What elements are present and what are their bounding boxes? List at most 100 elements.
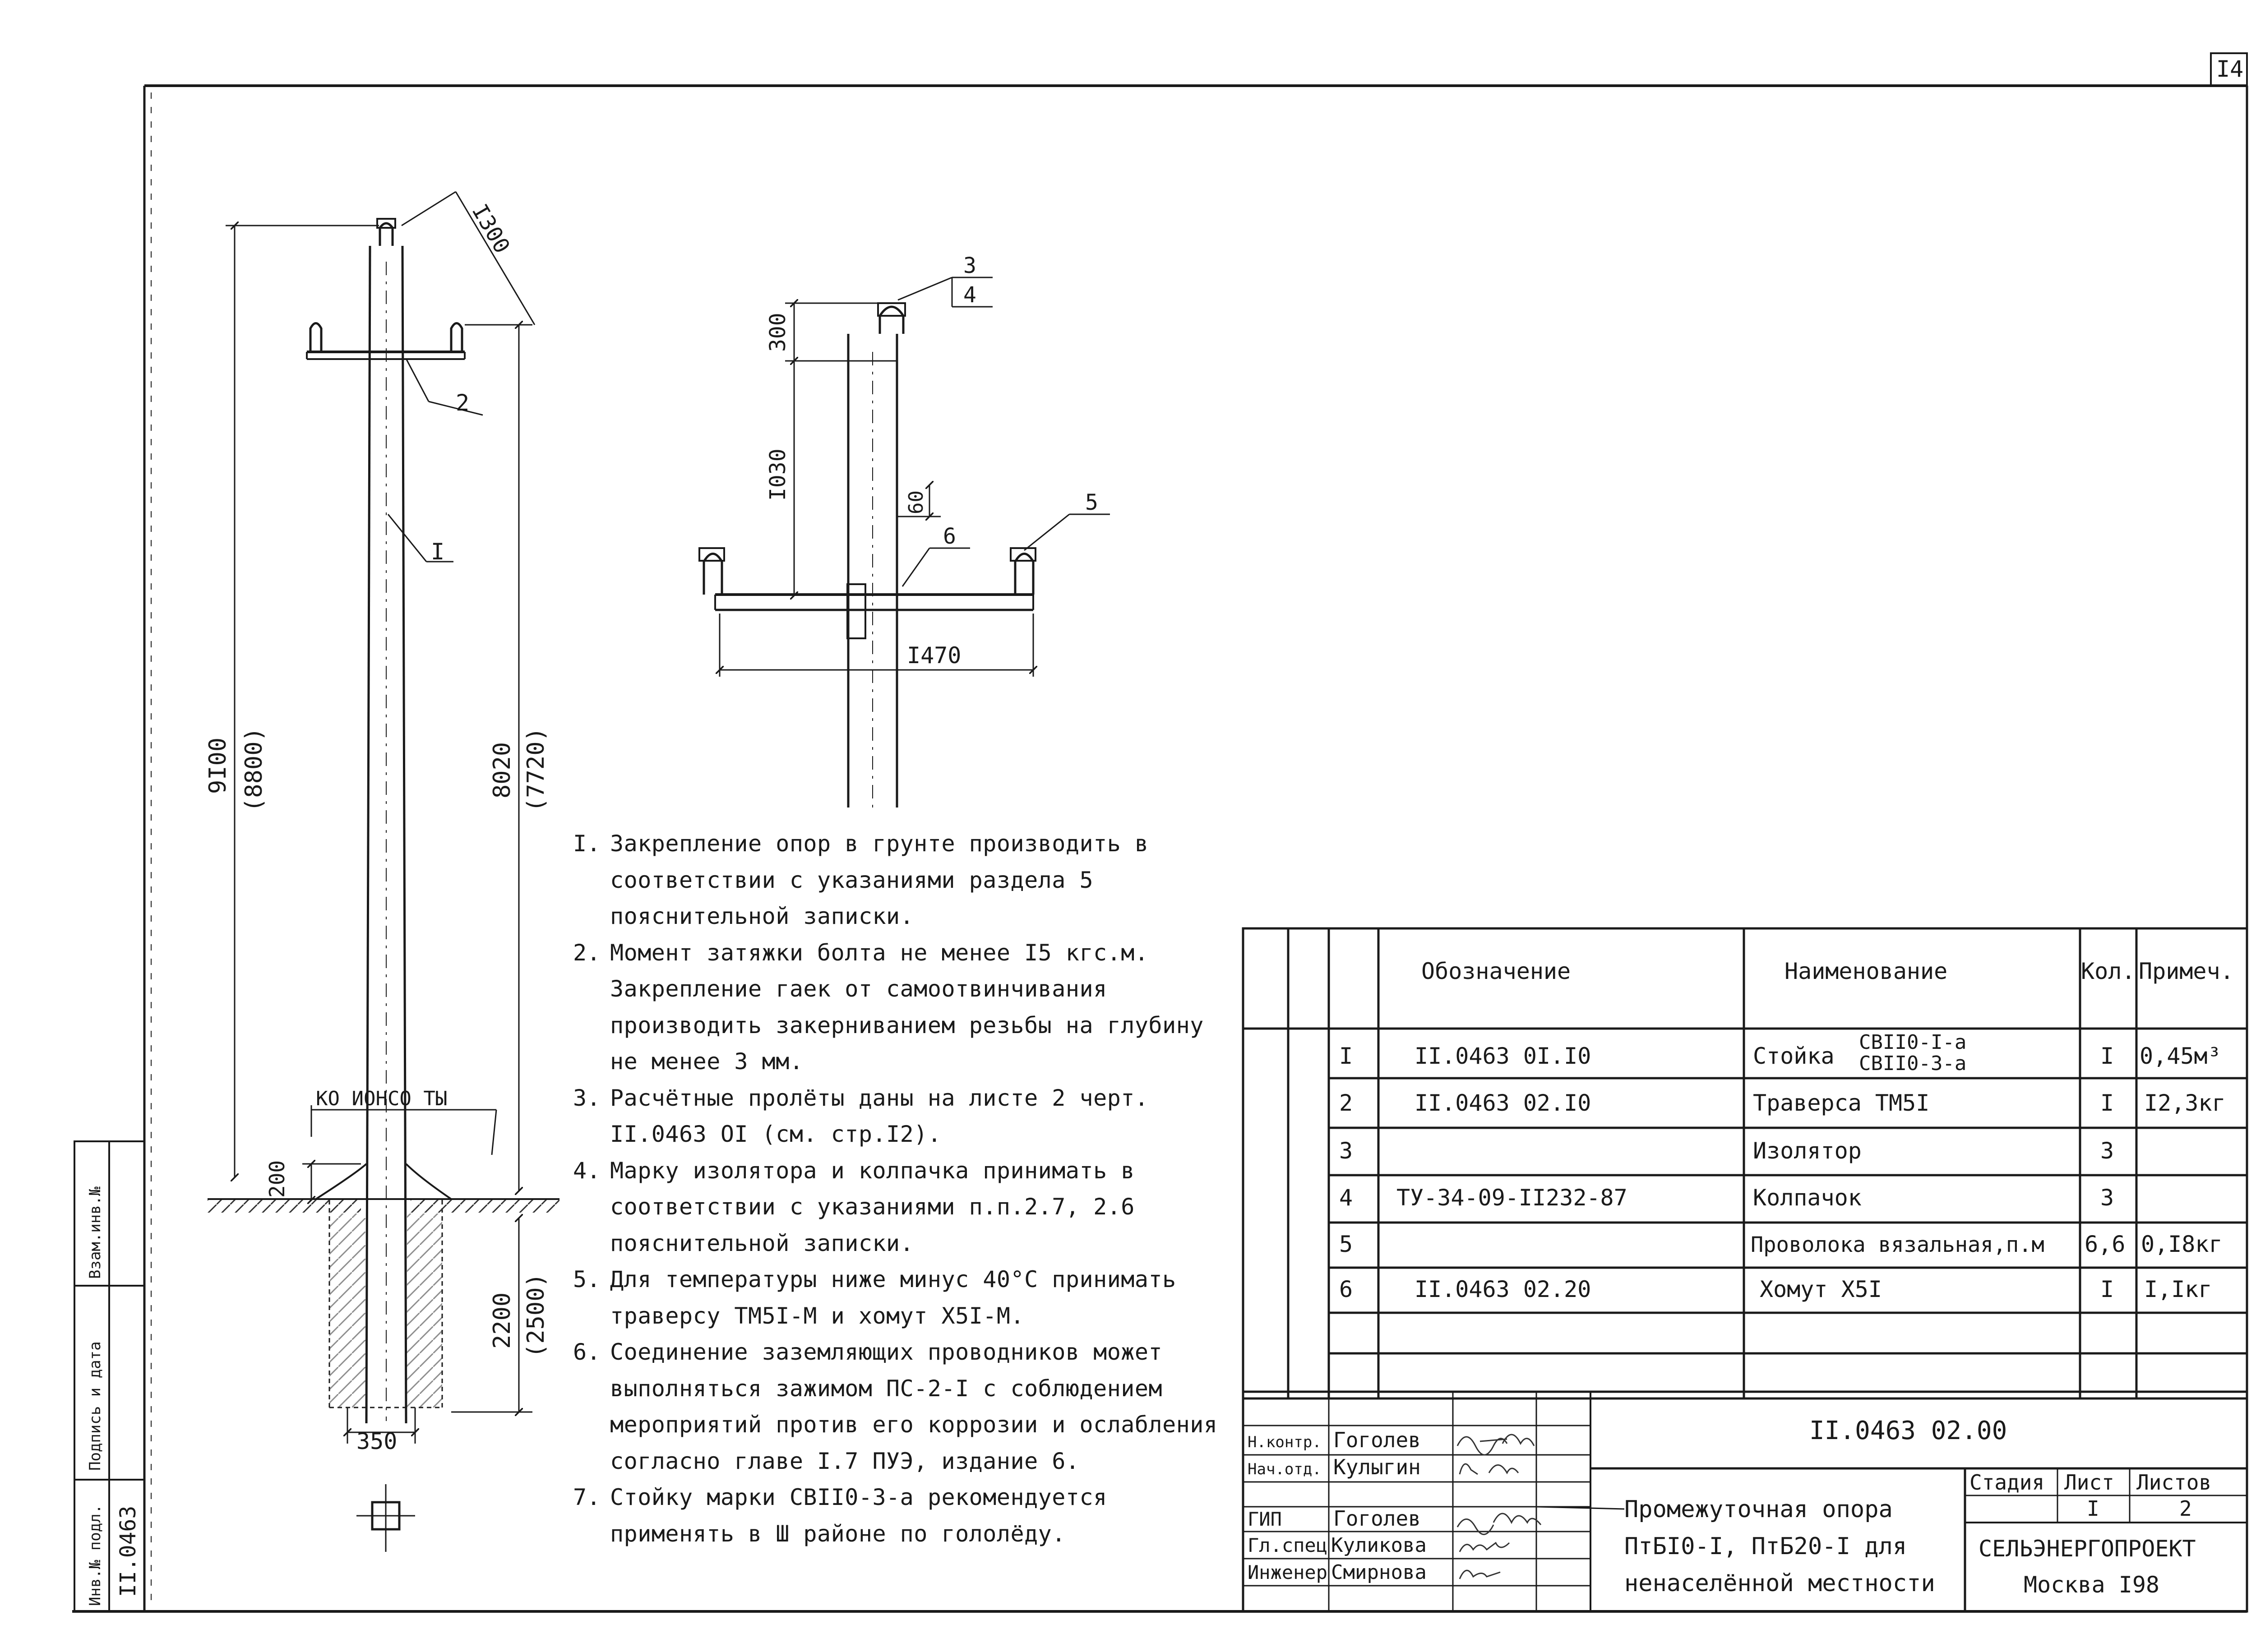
tb-role-gip: ГИП	[1248, 1508, 1282, 1530]
row6-designation: II.0463 02.20	[1415, 1276, 1591, 1302]
note-3-text: Расчётные пролёты даны на листе 2 черт. …	[610, 1084, 1163, 1148]
row1-note: 0,45м³	[2140, 1043, 2221, 1069]
note-4-text: Марку изолятора и колпачка принимать в с…	[610, 1157, 1149, 1256]
tb-person-glspec: Куликова	[1331, 1534, 1427, 1557]
note-1: I. Закрепление опор в грунте производить …	[573, 826, 1241, 935]
tb-person-gip: Гоголев	[1333, 1506, 1421, 1531]
th-designation: Обозначение	[1421, 958, 1571, 984]
row6-note: I,Iкг	[2144, 1276, 2212, 1302]
row3-qty: 3	[2100, 1138, 2114, 1164]
row5-pos: 5	[1339, 1231, 1353, 1257]
tb-title-line1: Промежуточная опора	[1624, 1496, 1893, 1523]
tb-person-engineer: Смирнова	[1331, 1561, 1427, 1584]
ground-note: КО ИОНСО ТЫ	[316, 1087, 447, 1110]
spec-table: Обозначение Наименование Кол. Примеч. I …	[1339, 958, 2234, 1302]
note-7-num: 7.	[573, 1484, 601, 1510]
th-qty: Кол.	[2081, 958, 2135, 984]
left-stamp	[74, 1140, 145, 1612]
tb-role-nkontr: Н.контр.	[1248, 1433, 1322, 1451]
row5-qty: 6,6	[2085, 1231, 2125, 1257]
stamp-inv-value: II.0463	[116, 1506, 141, 1597]
row1-pos: I	[1339, 1043, 1353, 1069]
tb-code: II.0463 02.00	[1809, 1416, 2007, 1445]
note-3-num: 3.	[573, 1084, 601, 1111]
title-block-grid	[1242, 1390, 2248, 1613]
tb-person-nachotd: Кулыгин	[1333, 1455, 1421, 1479]
stamp-podpis-data: Подпись и дата	[86, 1341, 104, 1471]
note-1-text: Закрепление опор в грунте производить в …	[610, 831, 1163, 929]
spec-table-grid	[1242, 927, 2248, 1400]
ground-hatch	[208, 1200, 361, 1213]
main-dimension-lines	[226, 191, 536, 1444]
tb-role-nachotd: Нач.отд.	[1248, 1460, 1322, 1478]
tb-role-engineer: Инженер	[1248, 1561, 1327, 1583]
tb-sheets-label: Листов	[2136, 1470, 2211, 1495]
signatures	[1456, 1434, 1542, 1579]
row2-designation: II.0463 02.I0	[1415, 1090, 1591, 1116]
note-6: 6.Соединение заземляющих проводников мож…	[573, 1334, 1241, 1479]
row4-designation: ТУ-34-09-II232-87	[1396, 1185, 1627, 1211]
tb-person-nkontr: Гоголев	[1333, 1428, 1421, 1452]
callout-pole: I	[431, 539, 444, 565]
title-leader	[1536, 1506, 1625, 1510]
tb-org: СЕЛЬЭНЕРГОПРОЕКТ	[1979, 1536, 2196, 1562]
row2-qty: I	[2100, 1090, 2114, 1116]
th-note: Примеч.	[2139, 958, 2234, 984]
note-1-num: I.	[573, 831, 601, 857]
dim-above-ground: 8020	[489, 742, 516, 798]
callout-wire: 5	[1085, 490, 1098, 515]
callout-clamp: 6	[943, 524, 956, 549]
note-2-num: 2.	[573, 939, 601, 966]
pit-hatch-right	[407, 1214, 442, 1407]
note-2: 2.Момент затяжки болта не менее I5 кгс.м…	[573, 935, 1241, 1080]
row1-qty: I	[2100, 1043, 2114, 1069]
note-4: 4.Марку изолятора и колпачка принимать в…	[573, 1153, 1241, 1262]
detail-dim-width: I470	[907, 642, 961, 669]
pit-hatch-left	[329, 1214, 365, 1407]
tb-stage-label: Стадия	[1969, 1470, 2044, 1495]
dim-total-height: 9I00	[204, 738, 231, 794]
title-block: II.0463 02.00 Н.контр. Гоголев Нач.отд. …	[1248, 1416, 2211, 1598]
pole-elevation	[208, 218, 559, 1552]
row1-name-sub1: СВII0-I-а	[1859, 1031, 1966, 1054]
row5-note: 0,I8кг	[2141, 1231, 2223, 1257]
row1-name-sub2: СВII0-3-а	[1859, 1052, 1966, 1075]
note-6-text: Соединение заземляющих проводников может…	[610, 1339, 1232, 1474]
row4-pos: 4	[1339, 1185, 1353, 1211]
row4-name: Колпачок	[1753, 1185, 1862, 1211]
note-3: 3. Расчётные пролёты даны на листе 2 черт…	[573, 1080, 1241, 1153]
detail-dim-height: I030	[765, 448, 791, 501]
row1-name: Стойка	[1753, 1043, 1835, 1069]
tb-title-line3: ненаселённой местности	[1624, 1570, 1935, 1597]
callout-cap: 4	[963, 282, 976, 308]
dim-embed-depth-alt: (2500)	[522, 1273, 550, 1358]
dim-top-offset: I300	[467, 200, 515, 258]
row1-designation: II.0463 0I.I0	[1415, 1043, 1591, 1069]
stamp-vzam-inv: Взам.инв.№	[86, 1186, 104, 1279]
dim-above-ground-alt: (7720)	[522, 727, 550, 812]
row4-qty: 3	[2100, 1185, 2114, 1211]
ground-hatch-right	[411, 1200, 559, 1213]
row3-name: Изолятор	[1753, 1138, 1862, 1164]
dim-pit-width: 350	[356, 1428, 397, 1454]
page-number: I4	[2216, 56, 2243, 82]
row2-note: I2,3кг	[2144, 1090, 2226, 1116]
tb-sheet-value: I	[2087, 1496, 2099, 1521]
tb-role-glspec: Гл.спец	[1248, 1534, 1327, 1556]
note-7: 7. Стойку марки СВII0-3-а рекомендуется п…	[573, 1479, 1241, 1552]
dim-base-gap: 200	[265, 1160, 289, 1198]
detail-dim-clamp: 60	[905, 490, 928, 514]
callout-crossarm: 2	[456, 390, 469, 416]
detail-view	[698, 277, 1110, 808]
row6-name: Хомут Х5I	[1760, 1276, 1882, 1302]
row2-pos: 2	[1339, 1090, 1353, 1116]
row5-name: Проволока вязальная,п.м	[1751, 1232, 2044, 1257]
note-7-text: Стойку марки СВII0-3-а рекомендуется при…	[610, 1484, 1121, 1547]
dim-total-height-alt: (8800)	[240, 727, 268, 812]
row3-pos: 3	[1339, 1138, 1353, 1164]
dim-embed-depth: 2200	[489, 1292, 516, 1349]
note-5-text: Для температуры ниже минус 40°С принимат…	[610, 1266, 1190, 1329]
tb-title-line2: ПтБI0-I, ПтБ20-I для	[1624, 1533, 1907, 1560]
row6-pos: 6	[1339, 1276, 1353, 1302]
